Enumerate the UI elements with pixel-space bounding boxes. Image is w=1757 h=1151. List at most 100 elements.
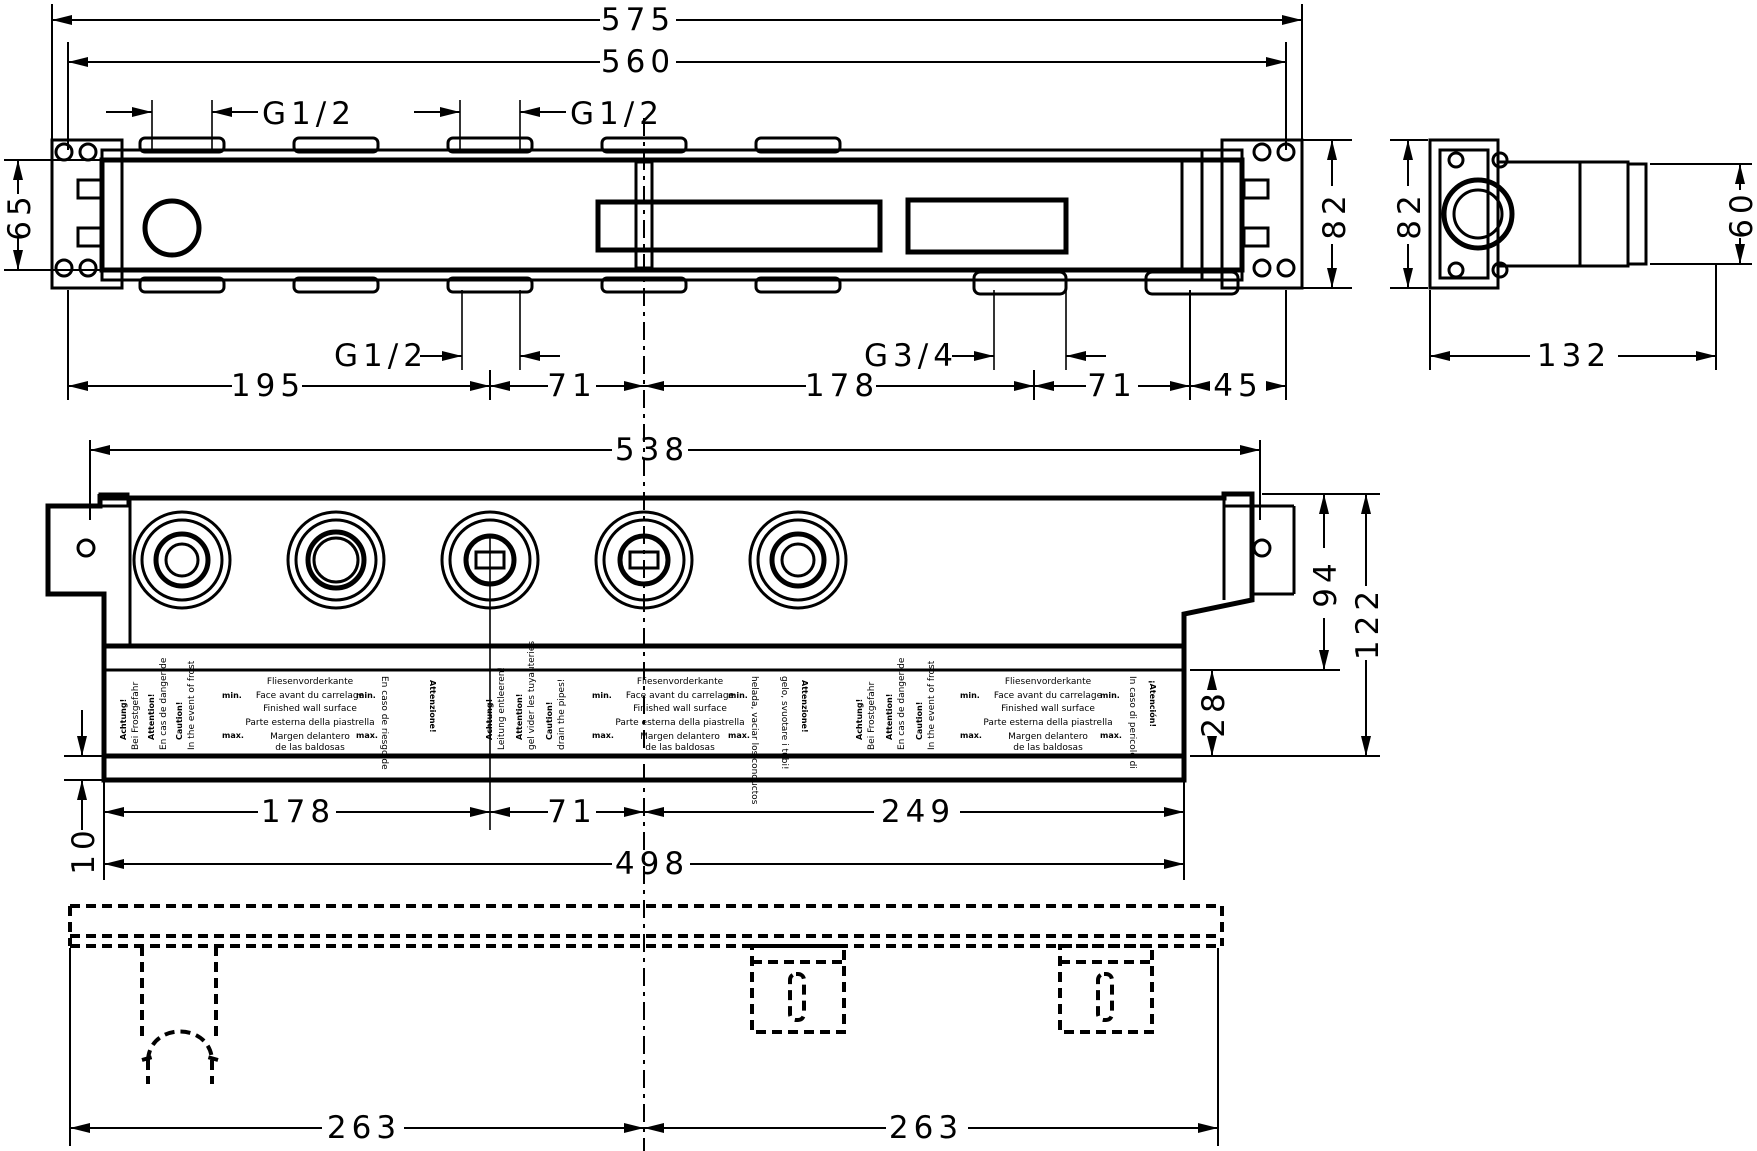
label-warning: Achtung! — [855, 699, 864, 740]
top-view: 575 560 G1/2 G1/2 — [2, 2, 1353, 404]
thread-label: G1/2 — [570, 96, 664, 132]
mounting-bracket-right — [1200, 138, 1304, 290]
label-line: Margen delantero — [270, 732, 350, 742]
outlet-4 — [594, 510, 694, 610]
dims-178-71-249: 178 71 249 — [104, 794, 1184, 830]
thread-label: G1/2 — [334, 338, 428, 374]
label-line: Parte esterna della piastrella — [245, 718, 374, 728]
dim-28: 28 — [1196, 670, 1232, 756]
thread-callout-top-1: G1/2 — [106, 96, 356, 150]
label-warning-line: In the event of frost — [187, 660, 197, 750]
label-warning-line: In caso di pericolo di — [1127, 676, 1137, 769]
label-max: max. — [592, 731, 614, 740]
top-view-body — [99, 157, 1245, 273]
label-line: Finished wall surface — [633, 704, 727, 714]
dim-498-text: 498 — [615, 846, 689, 882]
dim-263-left-text: 263 — [327, 1110, 401, 1146]
dim-82-side: 82 — [1390, 139, 1428, 289]
label-warning-line: Leitung entleeren! — [497, 667, 507, 750]
label-max: max. — [1100, 731, 1122, 740]
label-max: max. — [356, 731, 378, 740]
side-outlet-circle — [1441, 177, 1515, 251]
dim-71-front-text: 71 — [547, 794, 596, 830]
thread-label: G1/2 — [262, 96, 356, 132]
thread-callout-bottom-2: G3/4 — [864, 290, 1106, 374]
label-min: min. — [356, 691, 376, 700]
dim-94-text: 94 — [1308, 558, 1344, 607]
label-warning-line: Bei Frostgefahr — [867, 682, 877, 750]
label-min: min. — [1100, 691, 1120, 700]
bottom-view: 263 263 — [68, 904, 1224, 1146]
dim-94: 94 — [1190, 493, 1344, 671]
spacing-dims-top-view: 195 71 178 71 45 — [67, 290, 1287, 404]
dim-132-text: 132 — [1537, 338, 1611, 374]
label-warning-line: En caso de riesgo de — [379, 676, 389, 770]
dim-122: 122 — [1190, 493, 1386, 757]
connections-bottom — [138, 270, 1240, 296]
module-cover-right — [905, 197, 1069, 255]
dim-71-text: 71 — [547, 368, 596, 404]
label-block-3: Fliesenvorderkante Face avant du carrela… — [855, 657, 1158, 769]
label-min: min. — [960, 691, 980, 700]
label-max: max. — [728, 731, 750, 740]
label-warning-line: gel vider les tuyauteries — [527, 641, 537, 750]
dims-263: 263 263 — [69, 948, 1219, 1146]
dim-249-text: 249 — [881, 794, 955, 830]
label-max: max. — [222, 731, 244, 740]
label-min: min. — [592, 691, 612, 700]
module-cover-left — [595, 199, 883, 253]
label-line: Margen delantero — [640, 732, 720, 742]
dim-60-text: 60 — [1724, 189, 1757, 238]
dim-498: 498 — [104, 846, 1184, 882]
mounting-bracket-left — [50, 138, 124, 290]
label-warning-line: En cas de danger de — [897, 657, 907, 750]
dim-538-text: 538 — [615, 432, 689, 468]
label-line: Finished wall surface — [1001, 704, 1095, 714]
side-view: 82 60 132 — [1390, 138, 1757, 374]
dim-178-text: 178 — [805, 368, 879, 404]
dim-65: 65 — [2, 159, 100, 271]
dim-10-text: 10 — [66, 825, 102, 874]
label-warning: Achtung! — [119, 699, 128, 740]
label-warning-line: En cas de danger de — [159, 657, 169, 750]
label-line: Parte esterna della piastrella — [983, 718, 1112, 728]
label-title: Fliesenvorderkante — [637, 677, 724, 687]
outlet-1 — [132, 510, 232, 610]
label-line: de las baldosas — [645, 743, 715, 753]
label-line: Face avant du carrelage — [626, 691, 735, 701]
thread-callout-bottom-1: G1/2 — [334, 290, 560, 374]
label-line: de las baldosas — [275, 743, 345, 753]
dim-575-text: 575 — [601, 2, 675, 38]
dim-60: 60 — [1650, 163, 1757, 265]
dim-71b-text: 71 — [1087, 368, 1136, 404]
label-warning-line: In the event of frost — [927, 660, 937, 750]
label-line: Margen delantero — [1008, 732, 1088, 742]
front-view: 538 — [45, 432, 1386, 882]
valve-knob-outline — [142, 198, 202, 258]
label-line: Finished wall surface — [263, 704, 357, 714]
dim-28-text: 28 — [1196, 688, 1232, 737]
dim-132: 132 — [1429, 264, 1717, 374]
label-warning: Caution! — [545, 702, 554, 740]
label-max: max. — [960, 731, 982, 740]
dim-575: 575 — [52, 2, 1302, 38]
label-warning: Attention! — [885, 694, 894, 740]
dim-10: 10 — [64, 710, 102, 875]
thread-callout-top-2: G1/2 — [414, 96, 664, 150]
label-min: min. — [222, 691, 242, 700]
outlet-2 — [286, 510, 386, 610]
dim-538: 538 — [89, 432, 1261, 520]
label-line: de las baldosas — [1013, 743, 1083, 753]
hidden-clip-1 — [750, 944, 846, 1034]
label-warning: ¡Atención! — [1148, 680, 1158, 727]
label-title: Fliesenvorderkante — [267, 677, 354, 687]
thread-label: G3/4 — [864, 338, 958, 374]
label-warning: Attenzione! — [800, 680, 809, 733]
label-line: Parte esterna della piastrella — [615, 718, 744, 728]
label-line: Face avant du carrelage — [994, 691, 1103, 701]
label-warning: Caution! — [175, 702, 184, 740]
dim-560: 560 — [68, 44, 1286, 80]
label-line: Face avant du carrelage — [256, 691, 365, 701]
outlet-5 — [748, 510, 848, 610]
